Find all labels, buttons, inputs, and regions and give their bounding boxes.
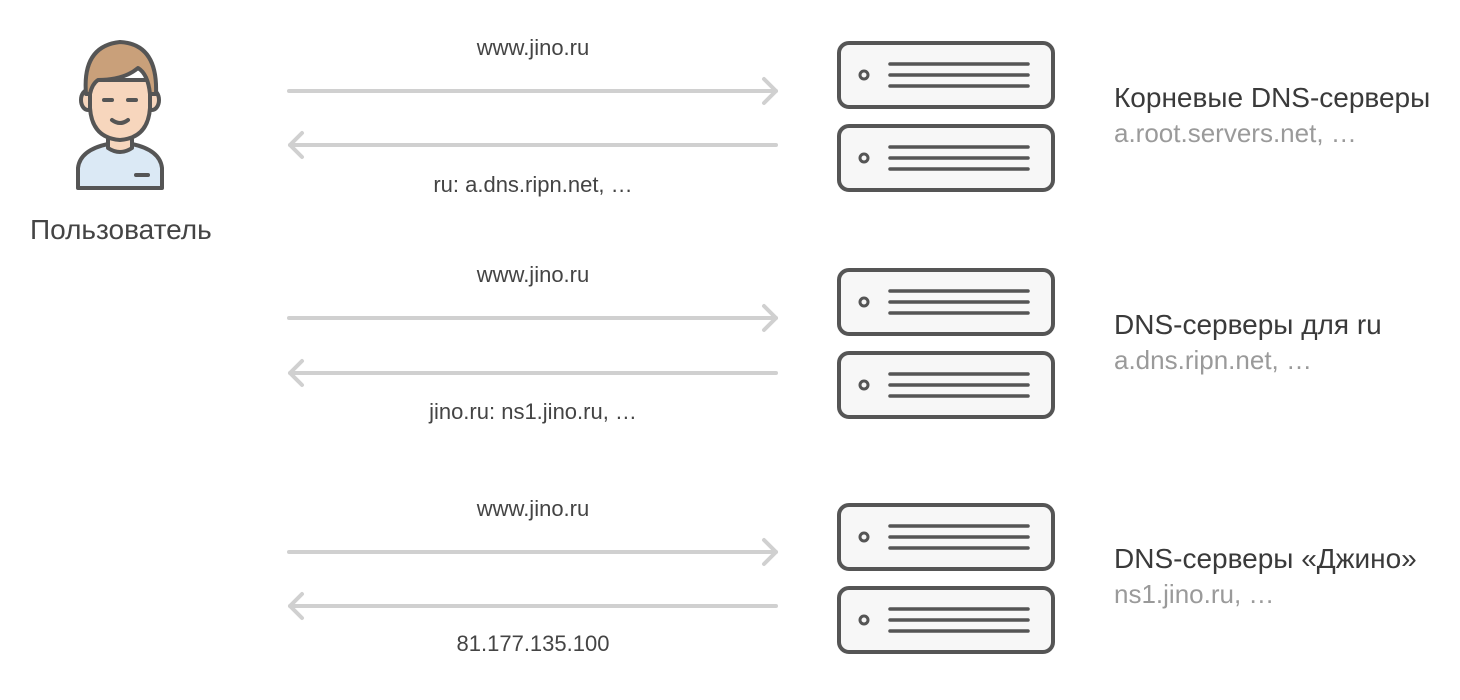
response-label-3: 81.177.135.100 [456, 631, 610, 656]
response-arrow-1 [286, 130, 786, 160]
request-label-3: www.jino.ru [476, 496, 590, 521]
server-title-2: DNS-серверы для ru [1114, 309, 1382, 340]
request-arrow-3 [286, 537, 786, 567]
response-label-1: ru: a.dns.ripn.net, … [433, 172, 633, 197]
server-stack-icon-3 [836, 502, 1058, 657]
user-avatar-icon [68, 36, 172, 196]
request-arrow-1 [286, 76, 786, 106]
server-subtitle-2: a.dns.ripn.net, … [1114, 345, 1312, 375]
response-arrow-2 [286, 358, 786, 388]
server-stack-icon-2 [836, 267, 1058, 422]
request-label-1: www.jino.ru [476, 35, 590, 60]
response-arrow-3 [286, 591, 786, 621]
response-label-2: jino.ru: ns1.jino.ru, … [429, 399, 637, 424]
server-subtitle-1: a.root.servers.net, … [1114, 118, 1357, 148]
server-title-3: DNS-серверы «Джино» [1114, 543, 1417, 574]
server-title-1: Корневые DNS-серверы [1114, 82, 1431, 113]
server-stack-icon-1 [836, 40, 1058, 195]
user-label: Пользователь [30, 214, 212, 245]
request-label-2: www.jino.ru [476, 262, 590, 287]
request-arrow-2 [286, 303, 786, 333]
server-subtitle-3: ns1.jino.ru, … [1114, 579, 1275, 609]
